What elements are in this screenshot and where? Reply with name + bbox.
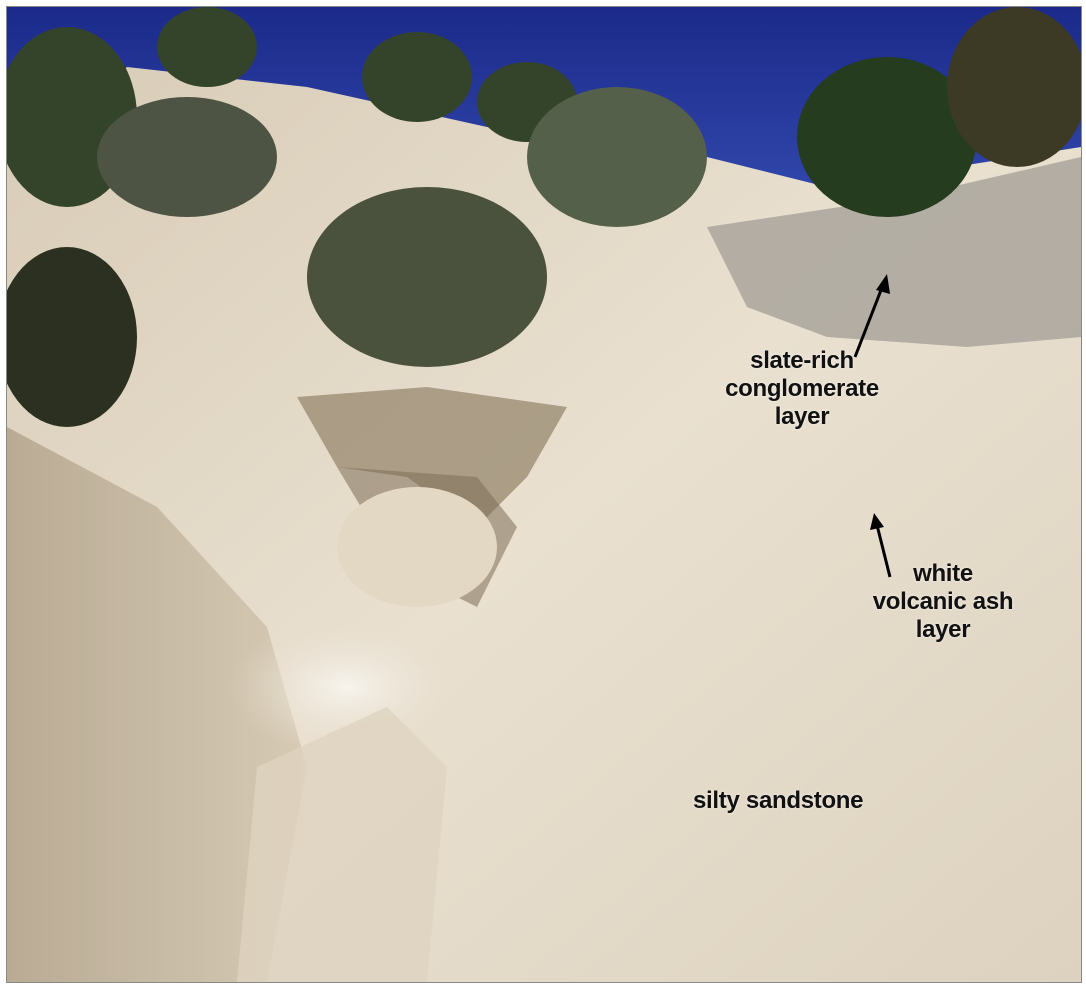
label-sandstone: silty sandstone xyxy=(693,787,864,815)
arrow-conglomerate xyxy=(853,274,890,358)
overhang-shadow xyxy=(297,387,567,527)
gully-channel xyxy=(237,707,447,982)
photo-frame: slate-rich conglomerate layer white volc… xyxy=(6,6,1082,983)
outcrop-photo xyxy=(7,7,1081,982)
white-ash-patch xyxy=(227,617,467,757)
vegetation xyxy=(7,7,1081,427)
label-conglomerate: slate-rich conglomerate layer xyxy=(702,347,902,431)
label-ash: white volcanic ash layer xyxy=(853,560,1033,644)
label-ash-line3: layer xyxy=(915,616,971,643)
boulder xyxy=(337,487,497,607)
label-conglomerate-line2: conglomerate xyxy=(725,375,879,402)
conglomerate-layer xyxy=(707,157,1081,347)
left-wall xyxy=(7,427,307,982)
arrow-ash xyxy=(870,513,892,578)
label-ash-line2: volcanic ash xyxy=(872,588,1014,615)
label-conglomerate-line3: layer xyxy=(774,403,830,430)
label-sandstone-text: silty sandstone xyxy=(693,787,864,814)
label-conglomerate-line1: slate-rich xyxy=(750,347,854,374)
label-ash-line1: white xyxy=(913,560,973,587)
